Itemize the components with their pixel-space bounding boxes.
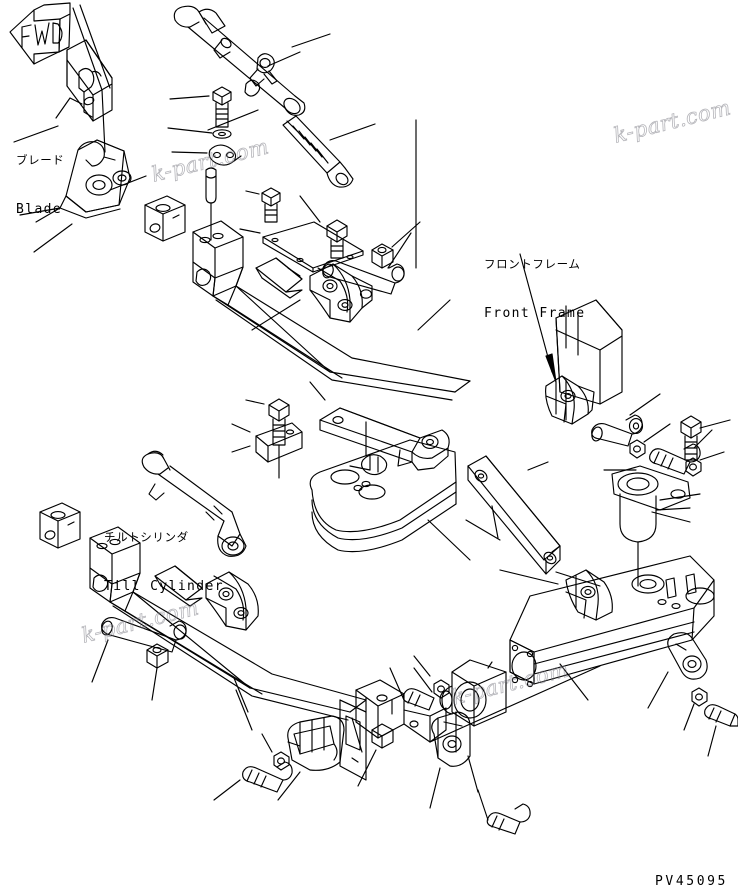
leader-line bbox=[169, 95, 210, 100]
leader-line bbox=[299, 195, 321, 223]
leader-line bbox=[659, 493, 701, 501]
right-beam-end bbox=[509, 555, 715, 688]
leader-line bbox=[239, 228, 261, 234]
leader-line bbox=[391, 221, 421, 248]
leader-line bbox=[629, 393, 661, 416]
blade-trunnion-assembly bbox=[19, 139, 132, 223]
leader-line bbox=[245, 190, 260, 195]
hex-bolt-h bbox=[242, 761, 293, 793]
leader-line bbox=[151, 667, 158, 701]
pivot-bushing-block-a bbox=[144, 195, 186, 242]
hex-nut-a bbox=[371, 243, 394, 269]
leader-line bbox=[429, 767, 441, 809]
leader-line bbox=[643, 423, 671, 443]
tilt-cylinder-body bbox=[141, 450, 247, 557]
leader-line bbox=[171, 151, 208, 154]
fwd-arrow-icon bbox=[9, 2, 71, 65]
flat-washer-b bbox=[629, 439, 646, 459]
split-cap-clamp-b bbox=[355, 679, 447, 743]
leader-line bbox=[499, 569, 559, 585]
leader-line bbox=[699, 451, 725, 461]
wear-plate-guard bbox=[287, 715, 345, 771]
lower-arm-lift-bracket bbox=[205, 571, 259, 631]
pivot-bushing-block-b bbox=[39, 502, 81, 549]
leader-line bbox=[413, 655, 431, 677]
part-number: PV45095 bbox=[655, 874, 728, 889]
leader-line bbox=[287, 267, 301, 277]
beam-end-pad bbox=[309, 439, 457, 553]
label-blade-en: Blade bbox=[16, 201, 63, 217]
split-cap-clamp-a bbox=[565, 569, 613, 621]
hex-bolt-d bbox=[649, 443, 701, 475]
leader-line bbox=[233, 677, 249, 713]
leader-line bbox=[559, 663, 589, 701]
front-frame-structure bbox=[555, 299, 623, 405]
flat-washer-f bbox=[433, 679, 450, 699]
flat-washer-a bbox=[212, 129, 232, 139]
tilt-cylinder-rod bbox=[173, 5, 306, 116]
leader-line bbox=[261, 733, 273, 753]
mount-plate-small bbox=[255, 422, 303, 463]
trunnion-ear bbox=[667, 632, 708, 680]
label-tilt-cylinder: チルトシリンダ Till Cylinder bbox=[104, 495, 224, 630]
cover-plate bbox=[262, 221, 364, 273]
leader-line bbox=[465, 519, 501, 541]
clevis-pin-b bbox=[322, 260, 405, 295]
clevis-pin-c bbox=[101, 617, 187, 653]
leader-line bbox=[277, 771, 301, 801]
flat-washer-e bbox=[273, 751, 290, 771]
leader-line bbox=[389, 667, 405, 701]
center-bracket-plate bbox=[339, 699, 367, 781]
leader-line bbox=[477, 789, 489, 821]
barrel-block bbox=[439, 659, 507, 727]
label-front-frame: フロントフレーム Front Frame bbox=[484, 222, 586, 357]
leader-line bbox=[329, 123, 376, 141]
threaded-rod-end bbox=[282, 115, 354, 188]
upper-arm-lift-bracket bbox=[309, 263, 373, 323]
pivot-bushing-flange bbox=[611, 465, 691, 587]
link-arm-upper bbox=[319, 407, 450, 471]
clevis-pin-a bbox=[205, 167, 217, 241]
label-front-frame-en: Front Frame bbox=[484, 305, 586, 321]
blade-edge-line bbox=[72, 7, 106, 153]
leader-line bbox=[413, 667, 433, 693]
hex-bolt-e bbox=[680, 415, 702, 461]
hex-bolt-f bbox=[268, 398, 290, 479]
leader-line bbox=[491, 505, 499, 539]
leader-line bbox=[245, 399, 265, 405]
leader-line bbox=[683, 703, 695, 731]
leader-line bbox=[309, 381, 326, 401]
retaining-clip bbox=[208, 144, 242, 166]
upper-push-arm-beam bbox=[192, 220, 471, 401]
hex-bolt-b bbox=[261, 187, 281, 223]
link-pin-a bbox=[591, 414, 644, 447]
leader-line bbox=[167, 127, 213, 134]
label-tilt-cylinder-jp: チルトシリンダ bbox=[104, 529, 189, 544]
front-frame-arrow bbox=[519, 253, 557, 383]
leader-line bbox=[231, 445, 251, 453]
label-front-frame-jp: フロントフレーム bbox=[484, 256, 581, 271]
leader-line bbox=[213, 779, 241, 801]
leader-line bbox=[707, 725, 717, 757]
flat-washer-c bbox=[685, 457, 702, 477]
hex-bolt-a bbox=[212, 86, 232, 128]
leader-line bbox=[357, 749, 377, 787]
flat-washer-d bbox=[691, 687, 708, 707]
hex-bolt-i bbox=[486, 803, 531, 835]
leader-line bbox=[13, 125, 59, 143]
hex-nut-c bbox=[371, 723, 394, 749]
front-frame-pivot-yoke bbox=[545, 375, 595, 425]
lower-push-arm-beam bbox=[89, 526, 367, 721]
leader-line bbox=[429, 665, 601, 743]
hex-bolt-c bbox=[326, 219, 348, 259]
label-tilt-cylinder-en: Till Cylinder bbox=[104, 578, 224, 594]
label-blade-jp: ブレード bbox=[16, 152, 65, 167]
diagonal-brace-link bbox=[467, 455, 561, 575]
leader-line bbox=[91, 639, 109, 683]
label-blade: ブレード Blade bbox=[16, 118, 64, 253]
leader-line bbox=[699, 419, 731, 429]
hex-nut-b bbox=[146, 643, 169, 669]
leader-line bbox=[647, 671, 669, 709]
